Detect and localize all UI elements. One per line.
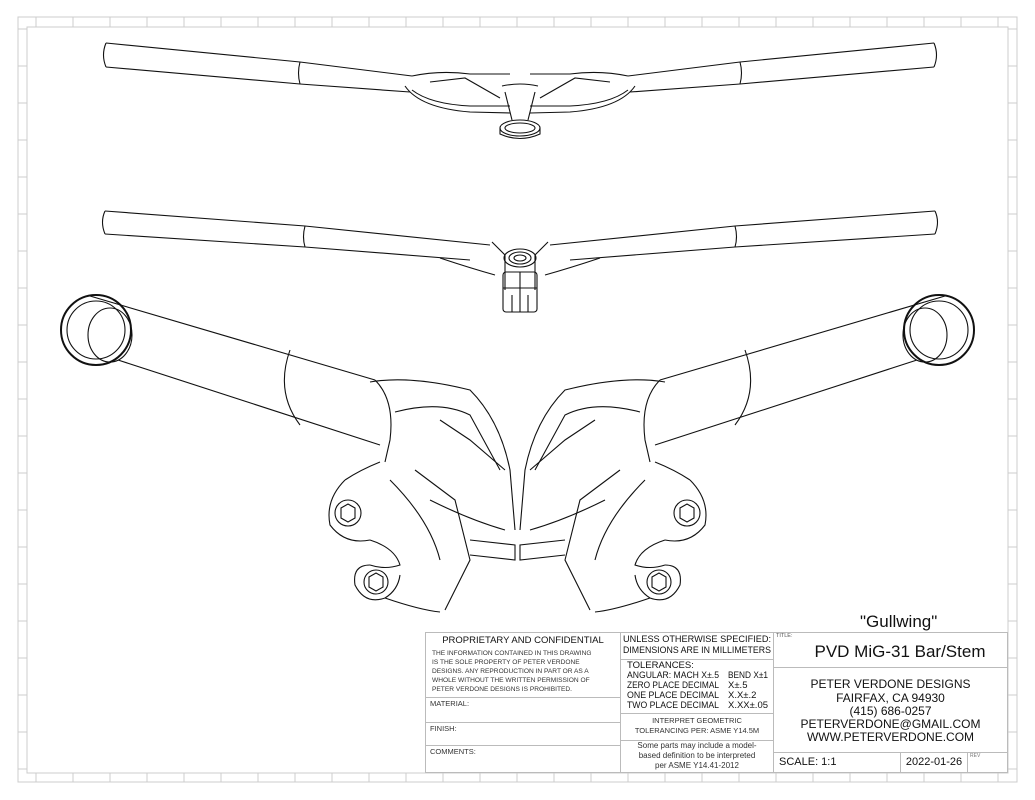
tolerance-label: ONE PLACE DECIMAL — [627, 690, 719, 701]
material-label: MATERIAL: — [430, 699, 470, 708]
proprietary-line: PETER VERDONE DESIGNS IS PROHIBITED. — [432, 686, 572, 693]
scale-value: SCALE: 1:1 — [779, 756, 837, 768]
tolerance-value: X±.5 — [728, 680, 748, 691]
proprietary-line: IS THE SOLE PROPERTY OF PETER VERDONE — [432, 659, 580, 666]
proprietary-box — [425, 632, 621, 698]
company-email: PETERVERDONE@GMAIL.COM — [800, 717, 981, 731]
interpret-box — [620, 713, 774, 741]
proprietary-line: WHOLE WITHOUT THE WRITTEN PERMISSION OF — [432, 677, 590, 684]
rev-label: REV — [970, 753, 981, 759]
unless-line: UNLESS OTHERWISE SPECIFIED: — [623, 634, 771, 645]
interpret-line: TOLERANCING PER: ASME Y14.5M — [634, 726, 760, 735]
title-box — [773, 632, 1008, 668]
company-website: WWW.PETERVERDONE.COM — [806, 730, 975, 744]
top-view — [102, 42, 938, 140]
date-value: 2022-01-26 — [905, 756, 963, 768]
tolerance-label: ZERO PLACE DECIMAL — [627, 680, 719, 691]
proprietary-line: THE INFORMATION CONTAINED IN THIS DRAWIN… — [432, 650, 592, 657]
interpret-line: INTERPRET GEOMETRIC — [652, 716, 742, 725]
tolerances-box — [620, 659, 774, 714]
comments-field — [425, 745, 621, 773]
proprietary-line: DESIGNS. ANY REPRODUCTION IN PART OR AS … — [432, 668, 589, 675]
mbd-box — [620, 740, 774, 773]
tolerance-label: ANGULAR: MACH X±.5 — [627, 670, 719, 681]
mbd-line: per ASME Y14.41-2012 — [655, 761, 739, 770]
company-name: PETER VERDONE DESIGNS — [810, 677, 971, 691]
finish-label: FINISH: — [430, 724, 457, 733]
company-city: FAIRFAX, CA 94930 — [836, 691, 945, 705]
unless-line: DIMENSIONS ARE IN MILLIMETERS — [623, 645, 771, 656]
company-phone: (415) 686-0257 — [849, 704, 932, 718]
comments-label: COMMENTS: — [430, 747, 476, 756]
tolerance-value: BEND X±1 — [728, 670, 768, 681]
border-zone-ticks — [18, 17, 1017, 782]
proprietary-heading: PROPRIETARY AND CONFIDENTIAL — [442, 635, 604, 646]
mbd-line: Some parts may include a model- — [637, 741, 757, 750]
title-label: TITLE: — [776, 633, 793, 639]
drawing-title: PVD MiG-31 Bar/Stem — [814, 642, 986, 661]
detail-view — [60, 294, 975, 613]
front-view — [101, 210, 939, 313]
rev-box — [967, 752, 1008, 773]
drawing-nickname: "Gullwing" — [860, 612, 938, 631]
tolerance-value: X.X±.2 — [728, 690, 757, 701]
tolerance-label: TWO PLACE DECIMAL — [627, 700, 719, 711]
tolerance-value: X.XX±.05 — [728, 700, 768, 711]
mbd-line: based definition to be interpreted — [638, 751, 756, 760]
tolerances-heading: TOLERANCES: — [627, 660, 694, 671]
